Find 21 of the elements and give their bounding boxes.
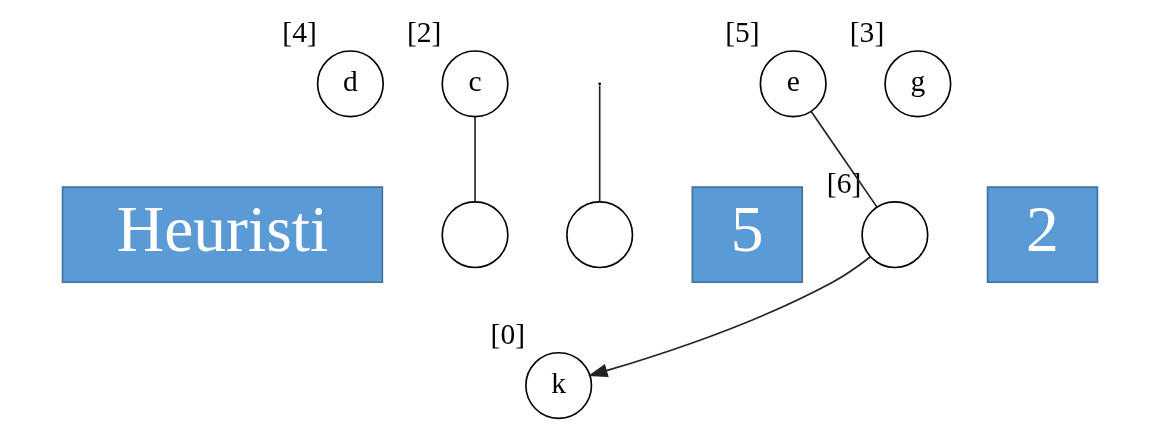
node-circle (566, 201, 634, 269)
node-label: [3] (849, 15, 885, 48)
node-label: [2] (406, 15, 442, 48)
node-circle: k (525, 351, 593, 420)
node-circle: c (441, 50, 509, 118)
node-circle (861, 201, 929, 269)
node-box: Heuristi (61, 186, 384, 284)
node-circle: e (759, 50, 827, 118)
node-box: 5 (691, 186, 804, 284)
node-circle: d (316, 50, 384, 118)
connector (474, 115, 476, 203)
node-label: [5] (725, 15, 760, 48)
node-label: [0] (490, 317, 526, 350)
node-label: [6] (826, 166, 862, 199)
node-label: [4] (282, 15, 317, 48)
connector (810, 111, 878, 208)
node-circle (441, 201, 509, 269)
arrow (587, 255, 872, 378)
connector (598, 84, 601, 202)
node-circle: g (884, 50, 952, 118)
node-box: 2 (986, 186, 1099, 284)
